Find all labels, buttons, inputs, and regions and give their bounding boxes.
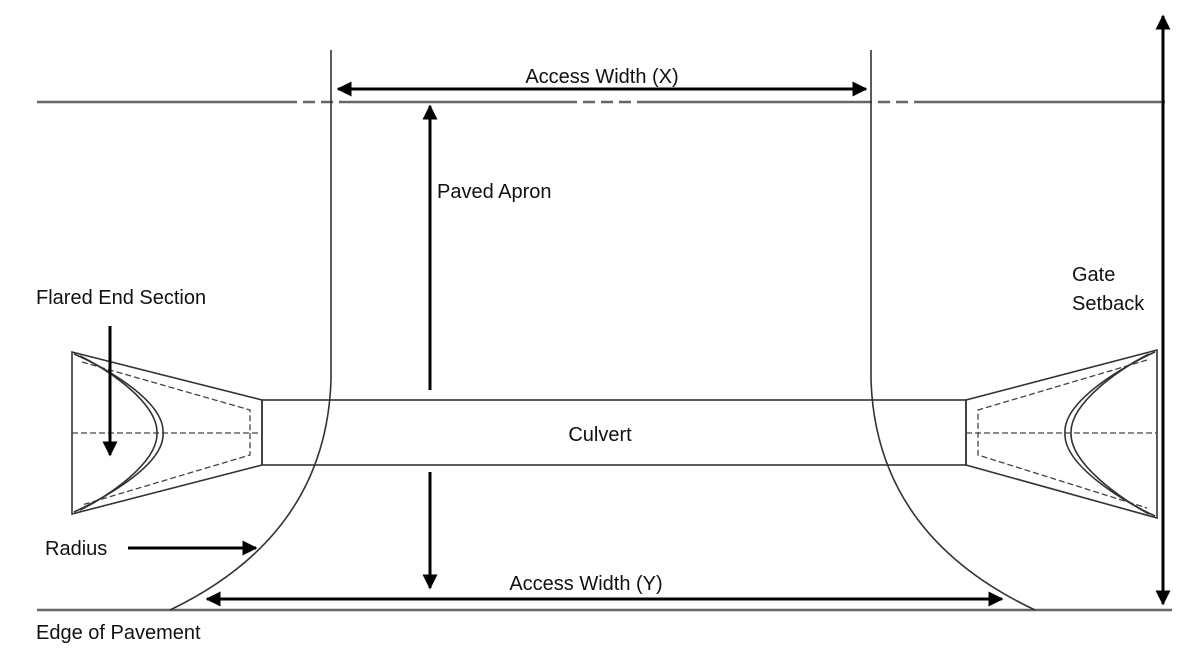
right-flared-end-section [965,348,1158,520]
gate-setback-label-line2: Setback [1072,293,1145,315]
flared-end-section-label: Flared End Section [36,287,206,309]
radius-label: Radius [45,538,107,560]
culvert-label: Culvert [568,424,632,446]
right-access-boundary [870,50,1036,611]
access-width-y-label: Access Width (Y) [509,573,662,595]
edge-of-pavement-label: Edge of Pavement [36,622,201,644]
left-flared-end-section [71,350,263,516]
left-access-boundary [169,50,332,611]
paved-apron-label: Paved Apron [437,181,552,203]
access-width-x-label: Access Width (X) [525,66,678,88]
gate-setback-label-line1: Gate [1072,264,1115,286]
